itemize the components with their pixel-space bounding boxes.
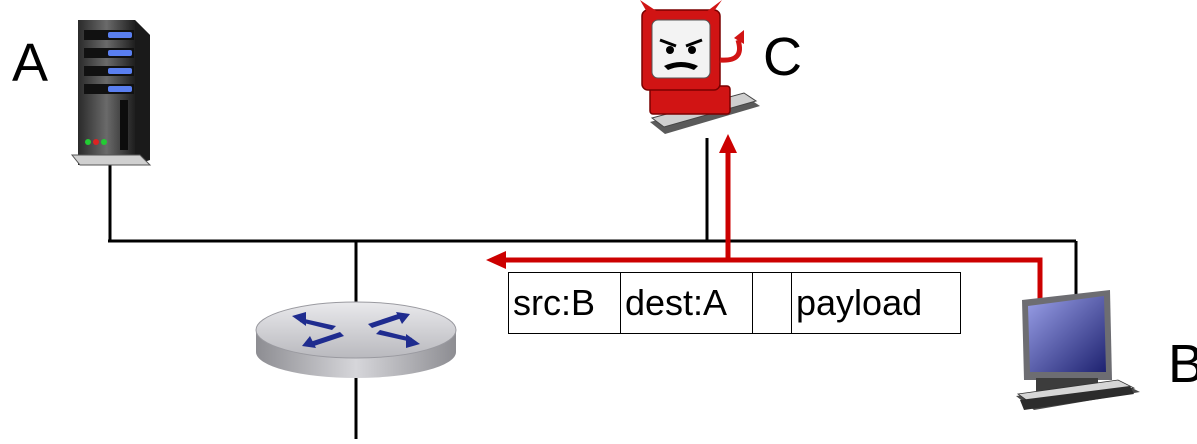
server-icon [70, 20, 152, 166]
node-label-a: A [12, 33, 49, 93]
router-icon [255, 301, 457, 378]
frame-header: src:B dest:A payload [508, 272, 961, 334]
frame-field-dest: dest:A [621, 273, 753, 333]
frame-to-a-line [502, 257, 1043, 300]
node-label-b: B [1168, 334, 1197, 394]
desktop-computer-icon [1016, 290, 1140, 410]
network-links [108, 138, 1078, 439]
node-label-c: C [763, 27, 802, 87]
frame-field-payload: payload [796, 282, 923, 323]
frame-to-a-arrowhead [486, 251, 506, 269]
frame-field-empty [753, 273, 792, 333]
frame-field-src: src:B [509, 273, 621, 333]
devil-computer-icon [640, 0, 760, 134]
frame-path [486, 134, 1043, 300]
frame-to-c-arrowhead [719, 134, 737, 153]
